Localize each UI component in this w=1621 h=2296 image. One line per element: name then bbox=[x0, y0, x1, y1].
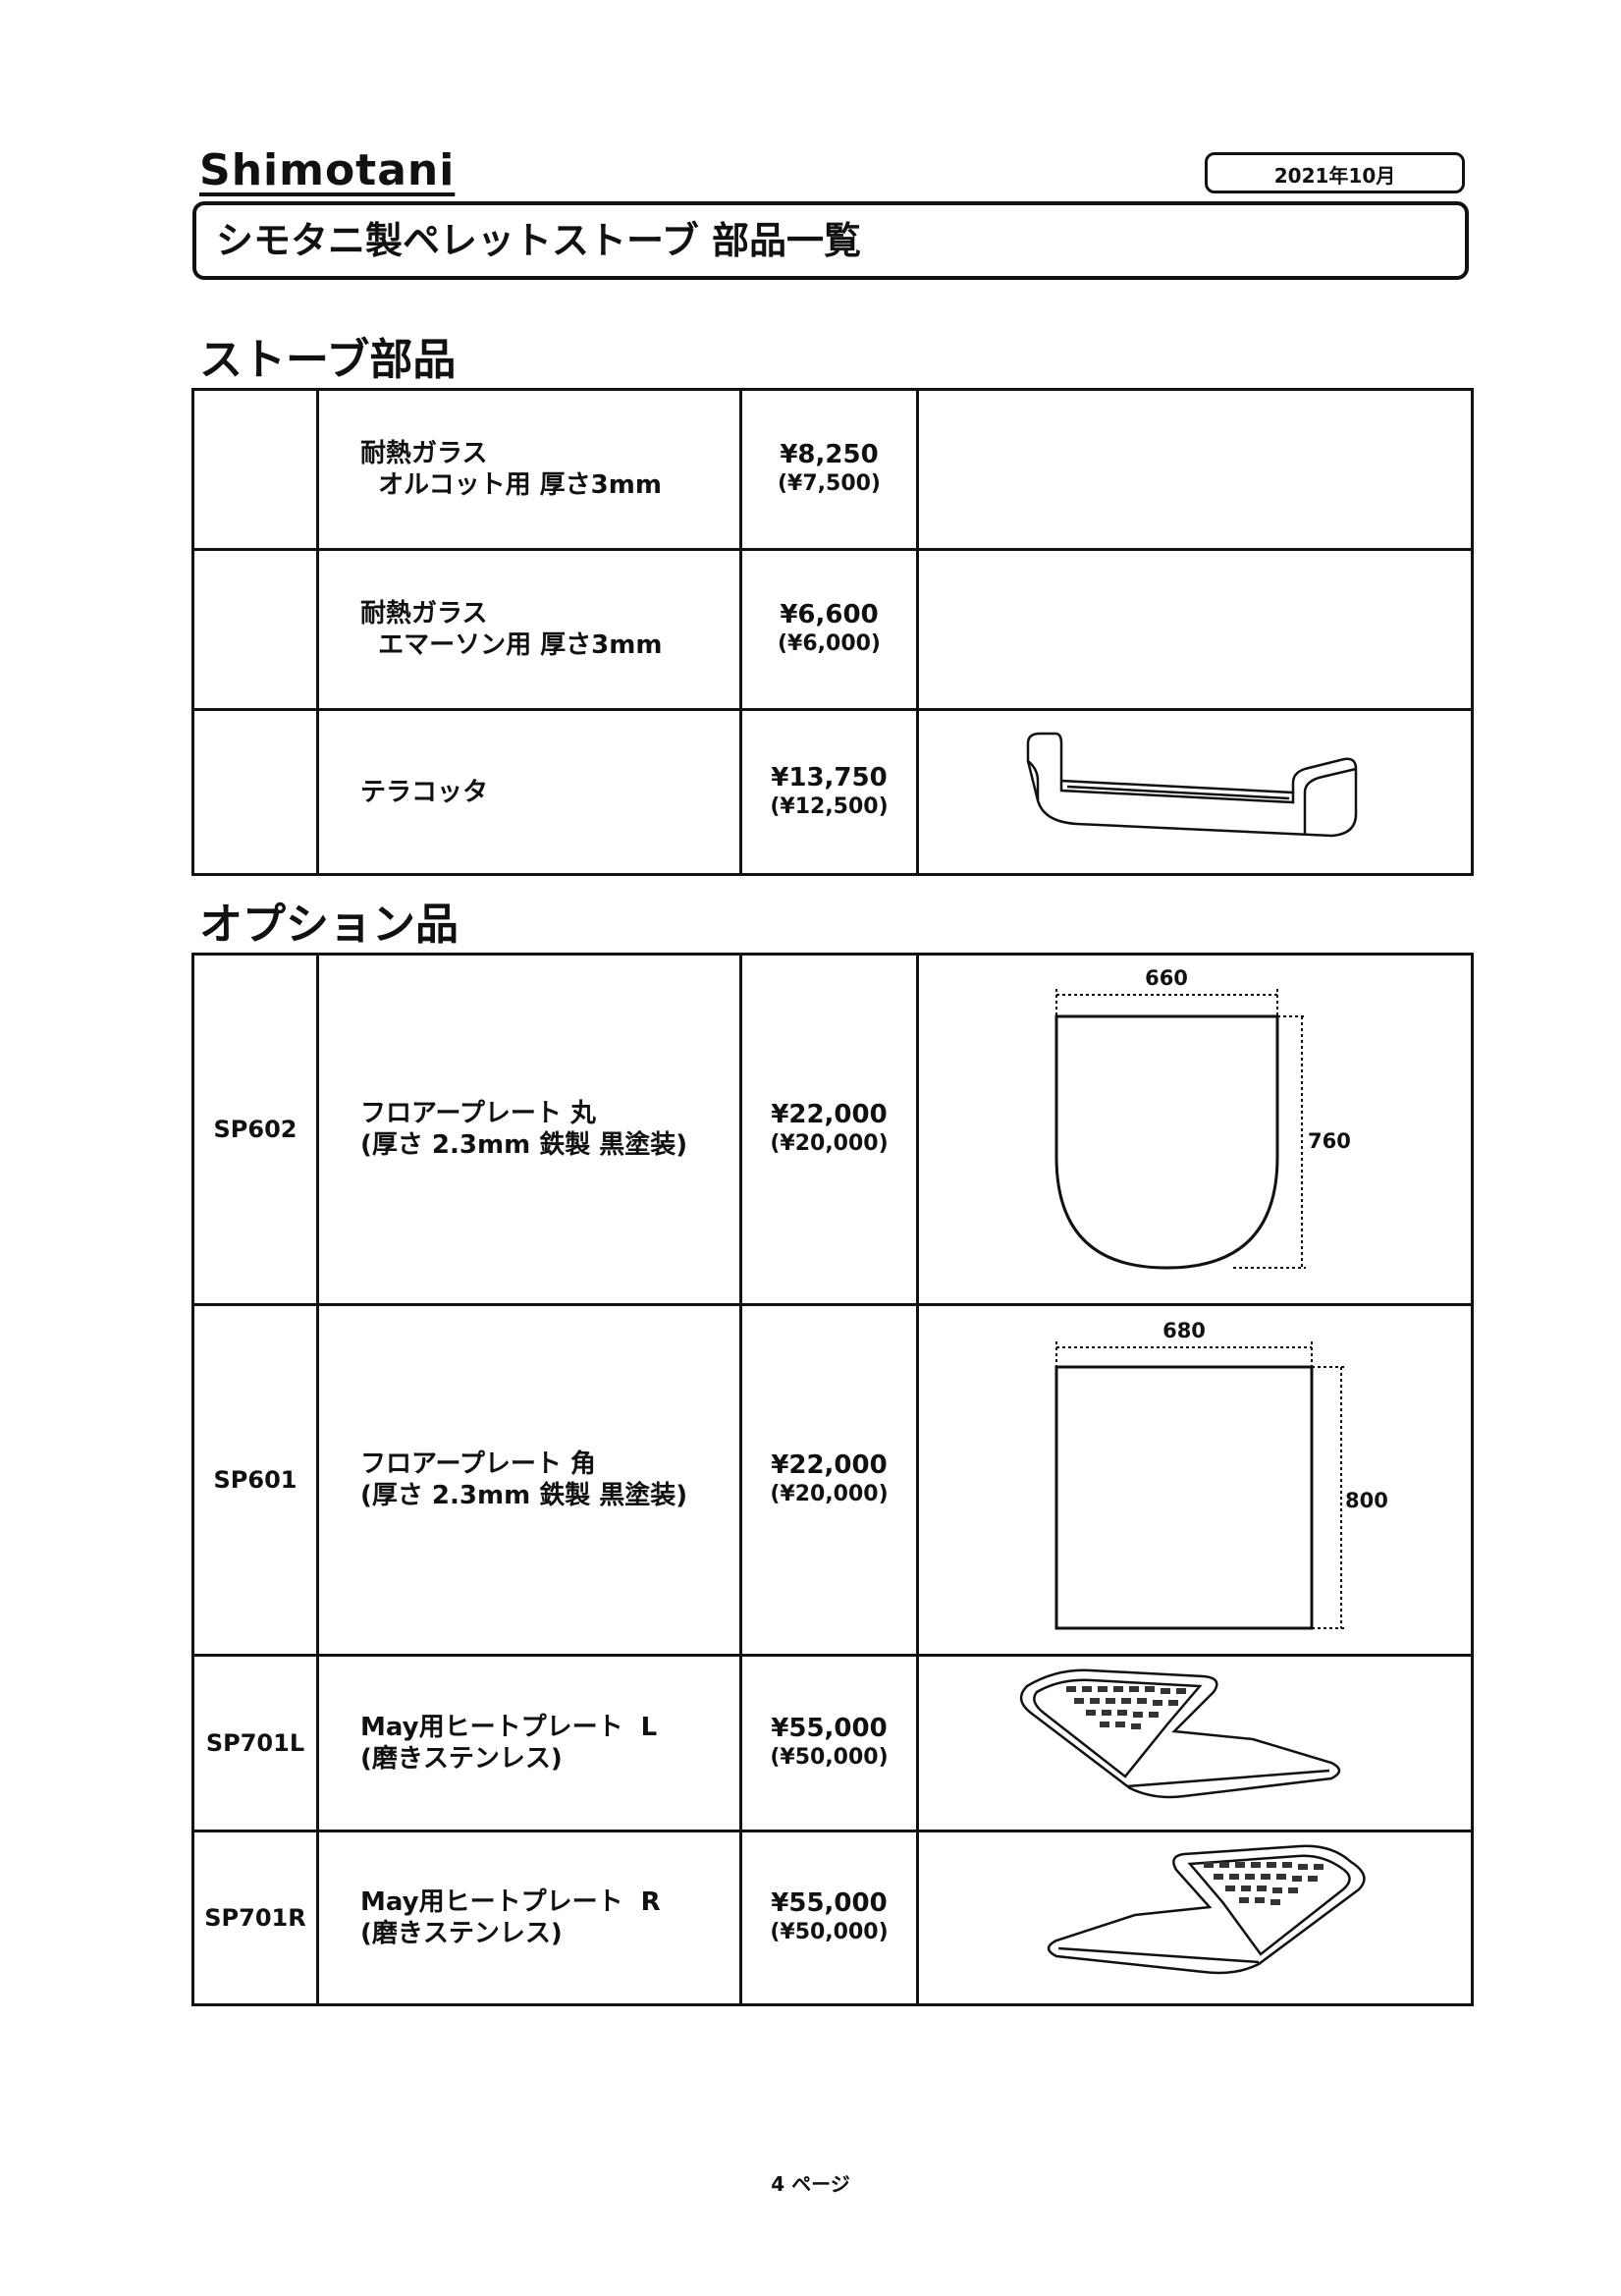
part-name-line1: 耐熱ガラス bbox=[360, 439, 488, 468]
part-name-line1: テラコッタ bbox=[360, 777, 489, 807]
part-code bbox=[191, 548, 319, 711]
part-name-line2: (磨きステンレス) bbox=[360, 1919, 563, 1948]
dimension-width-label: 680 bbox=[1162, 1319, 1206, 1342]
part-price: ¥22,000 (¥20,000) bbox=[739, 953, 919, 1306]
table-row: SP701L May用ヒートプレート L (磨きステンレス) ¥55,000 (… bbox=[191, 1654, 1474, 1832]
part-image-cell: 660 760 bbox=[916, 953, 1474, 1306]
part-code bbox=[191, 388, 319, 551]
heat-plate-l-drawing bbox=[1019, 1668, 1341, 1799]
table-row: SP701R May用ヒートプレート R (磨きステンレス) ¥55,000 (… bbox=[191, 1830, 1474, 2006]
price-excl-tax: (¥50,000) bbox=[770, 1745, 889, 1770]
part-price: ¥13,750 (¥12,500) bbox=[739, 708, 919, 876]
price-incl-tax: ¥22,000 bbox=[771, 1450, 888, 1480]
part-name: テラコッタ bbox=[316, 708, 742, 876]
dimension-width-label: 660 bbox=[1145, 966, 1188, 990]
part-name: フロアープレート 丸 (厚さ 2.3mm 鉄製 黒塗装) bbox=[316, 953, 742, 1306]
price-incl-tax: ¥6,600 bbox=[780, 600, 879, 629]
part-image-cell bbox=[916, 388, 1474, 551]
part-name-line1: 耐熱ガラス bbox=[360, 599, 488, 629]
part-price: ¥55,000 (¥50,000) bbox=[739, 1654, 919, 1832]
part-image-cell bbox=[916, 548, 1474, 711]
part-name-line2: エマーソン用 厚さ3mm bbox=[360, 630, 663, 660]
part-image-cell bbox=[916, 1654, 1474, 1832]
section-heading-stove-parts: ストーブ部品 bbox=[199, 335, 457, 385]
part-name: フロアープレート 角 (厚さ 2.3mm 鉄製 黒塗装) bbox=[316, 1303, 742, 1657]
stove-parts-table: 耐熱ガラス オルコット用 厚さ3mm ¥8,250 (¥7,500) 耐熱ガラス… bbox=[191, 388, 1474, 876]
part-name-line1: May用ヒートプレート R bbox=[360, 1887, 661, 1917]
brand-logo-text: Shimotani bbox=[199, 145, 456, 195]
page-title: シモタニ製ペレットストーブ 部品一覧 bbox=[192, 201, 1469, 280]
part-code bbox=[191, 708, 319, 876]
part-code: SP601 bbox=[191, 1303, 319, 1657]
part-price: ¥6,600 (¥6,000) bbox=[739, 548, 919, 711]
part-name: May用ヒートプレート L (磨きステンレス) bbox=[316, 1654, 742, 1832]
part-name: 耐熱ガラス エマーソン用 厚さ3mm bbox=[316, 548, 742, 711]
price-excl-tax: (¥6,000) bbox=[777, 631, 881, 656]
part-name-line2: (厚さ 2.3mm 鉄製 黒塗装) bbox=[360, 1481, 688, 1510]
price-incl-tax: ¥22,000 bbox=[771, 1100, 888, 1129]
round-floor-plate-drawing: 660 760 bbox=[1054, 966, 1351, 1270]
price-excl-tax: (¥20,000) bbox=[770, 1482, 889, 1506]
price-excl-tax: (¥7,500) bbox=[777, 471, 881, 496]
table-row: 耐熱ガラス オルコット用 厚さ3mm ¥8,250 (¥7,500) bbox=[191, 388, 1474, 551]
dimension-height-label: 800 bbox=[1345, 1489, 1388, 1512]
part-name-line1: フロアープレート 丸 bbox=[360, 1099, 596, 1128]
table-row: SP602 フロアープレート 丸 (厚さ 2.3mm 鉄製 黒塗装) ¥22,0… bbox=[191, 953, 1474, 1306]
section-heading-options: オプション品 bbox=[199, 900, 459, 950]
part-code: SP602 bbox=[191, 953, 319, 1306]
price-excl-tax: (¥20,000) bbox=[770, 1131, 889, 1156]
dimension-height-label: 760 bbox=[1308, 1129, 1351, 1153]
square-floor-plate-drawing: 680 800 bbox=[1054, 1319, 1388, 1630]
part-name-line2: オルコット用 厚さ3mm bbox=[360, 470, 662, 500]
price-incl-tax: ¥55,000 bbox=[771, 1888, 888, 1918]
part-code: SP701R bbox=[191, 1830, 319, 2006]
table-row: SP601 フロアープレート 角 (厚さ 2.3mm 鉄製 黒塗装) ¥22,0… bbox=[191, 1303, 1474, 1657]
heat-plate-r-drawing bbox=[1047, 1844, 1366, 1975]
part-price: ¥8,250 (¥7,500) bbox=[739, 388, 919, 551]
part-image-cell bbox=[916, 708, 1474, 876]
price-incl-tax: ¥55,000 bbox=[771, 1714, 888, 1743]
price-excl-tax: (¥50,000) bbox=[770, 1920, 889, 1944]
terracotta-drawing bbox=[1026, 732, 1358, 837]
part-price: ¥55,000 (¥50,000) bbox=[739, 1830, 919, 2006]
part-name: 耐熱ガラス オルコット用 厚さ3mm bbox=[316, 388, 742, 551]
part-image-cell bbox=[916, 1830, 1474, 2006]
page-number: 4 ページ bbox=[771, 2172, 850, 2196]
part-name-line2: (厚さ 2.3mm 鉄製 黒塗装) bbox=[360, 1130, 688, 1160]
part-name-line1: フロアープレート 角 bbox=[360, 1449, 596, 1479]
price-excl-tax: (¥12,500) bbox=[770, 793, 889, 819]
date-badge: 2021年10月 bbox=[1205, 152, 1465, 193]
part-name: May用ヒートプレート R (磨きステンレス) bbox=[316, 1830, 742, 2006]
options-table: SP602 フロアープレート 丸 (厚さ 2.3mm 鉄製 黒塗装) ¥22,0… bbox=[191, 953, 1474, 2006]
table-row: 耐熱ガラス エマーソン用 厚さ3mm ¥6,600 (¥6,000) bbox=[191, 548, 1474, 711]
part-image-cell: 680 800 bbox=[916, 1303, 1474, 1657]
price-incl-tax: ¥8,250 bbox=[780, 440, 879, 469]
part-name-line1: May用ヒートプレート L bbox=[360, 1713, 658, 1742]
price-incl-tax: ¥13,750 bbox=[771, 762, 888, 793]
table-row: テラコッタ ¥13,750 (¥12,500) bbox=[191, 708, 1474, 876]
part-price: ¥22,000 (¥20,000) bbox=[739, 1303, 919, 1657]
part-code: SP701L bbox=[191, 1654, 319, 1832]
part-name-line2: (磨きステンレス) bbox=[360, 1744, 563, 1774]
